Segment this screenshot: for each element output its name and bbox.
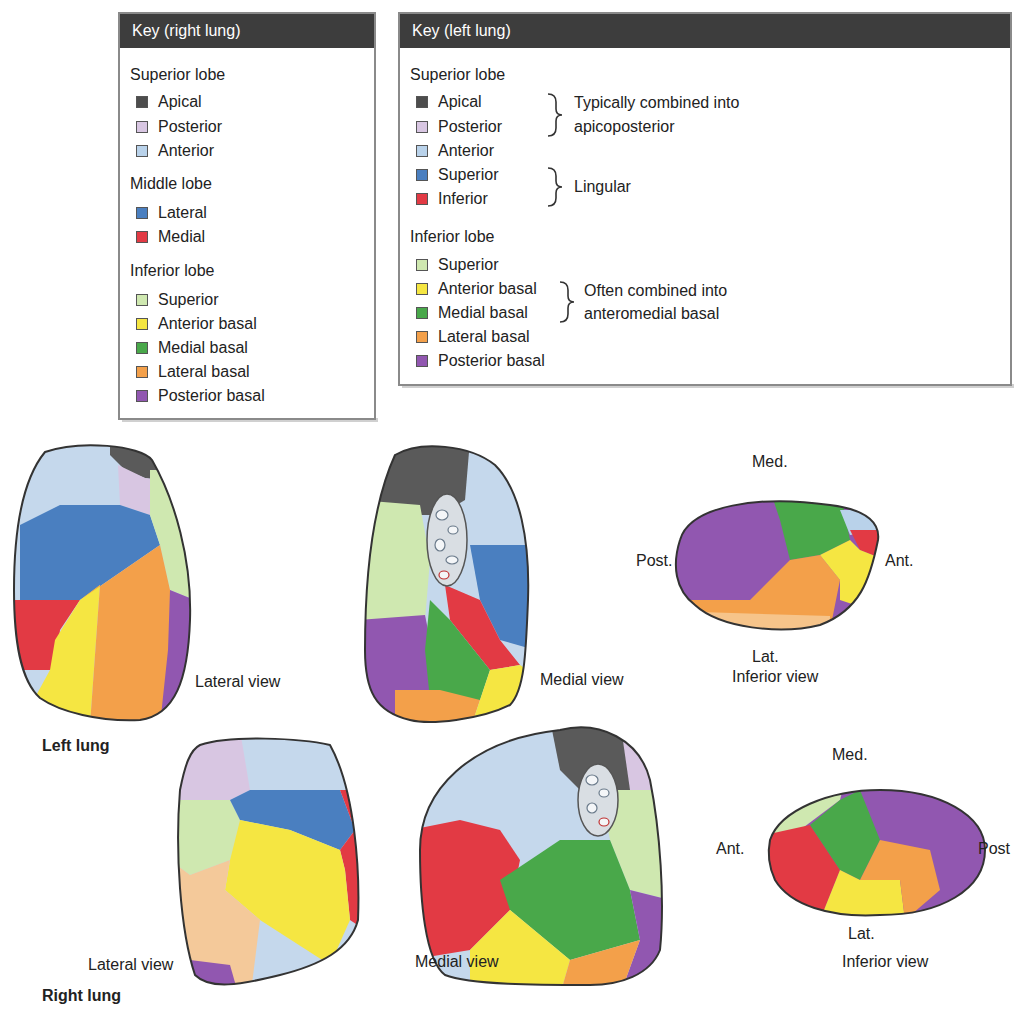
view-label: Inferior view: [842, 953, 928, 971]
view-label: Lateral view: [88, 956, 173, 974]
view-label: Medial view: [540, 671, 624, 689]
legend-swatch: [136, 294, 148, 306]
direction-label: Ant.: [716, 840, 744, 858]
key-header-bar: Key (left lung): [400, 14, 1010, 48]
legend-swatch: [416, 259, 428, 271]
legend-text: Superior: [438, 256, 498, 274]
legend-text: Lateral basal: [158, 363, 250, 381]
lobe-heading: Inferior lobe: [410, 228, 495, 246]
legend-text: Posterior: [438, 118, 502, 136]
legend-swatch: [416, 331, 428, 343]
view-label: Medial view: [415, 953, 499, 971]
legend-text: Posterior: [158, 118, 222, 136]
legend-text: Medial: [158, 228, 205, 246]
legend-swatch: [416, 193, 428, 205]
lobe-heading: Superior lobe: [410, 66, 505, 84]
legend-text: Apical: [158, 93, 202, 111]
legend-text: Posterior basal: [438, 352, 545, 370]
legend-swatch: [416, 145, 428, 157]
direction-label: Post.: [636, 552, 672, 570]
direction-label: Lat.: [752, 648, 779, 666]
direction-label: Post: [978, 840, 1010, 858]
view-label: Inferior view: [732, 668, 818, 686]
lung-title: Left lung: [42, 737, 110, 755]
legend-swatch: [136, 342, 148, 354]
legend-text: Anterior: [438, 142, 494, 160]
legend-text: Inferior: [438, 190, 488, 208]
note: Lingular: [574, 178, 631, 196]
legend-text: Anterior: [158, 142, 214, 160]
legend-text: Medial basal: [158, 339, 248, 357]
legend-swatch: [136, 366, 148, 378]
legend-swatch: [136, 121, 148, 133]
note: Typically combined into apicoposterior: [574, 91, 744, 139]
legend-swatch: [136, 207, 148, 219]
legend-text: Apical: [438, 93, 482, 111]
legend-swatch: [416, 355, 428, 367]
legend-text: Anterior basal: [158, 315, 257, 333]
legend-text: Medial basal: [438, 304, 528, 322]
lobe-heading: Inferior lobe: [130, 262, 215, 280]
legend-swatch: [136, 390, 148, 402]
legend-text: Lateral: [158, 204, 207, 222]
legend-swatch: [136, 96, 148, 108]
legend-swatch: [136, 145, 148, 157]
key-heading: Key (right lung): [120, 14, 241, 48]
legend-swatch: [416, 121, 428, 133]
lobe-heading: Middle lobe: [130, 175, 212, 193]
key-header-bar: Key (right lung): [120, 14, 374, 48]
view-label: Lateral view: [195, 673, 280, 691]
direction-label: Ant.: [885, 552, 913, 570]
legend-swatch: [136, 318, 148, 330]
legend-swatch: [416, 96, 428, 108]
legend-text: Superior: [158, 291, 218, 309]
key-heading: Key (left lung): [400, 14, 511, 48]
legend-text: Superior: [438, 166, 498, 184]
lung-title: Right lung: [42, 987, 121, 1005]
legend-swatch: [136, 231, 148, 243]
legend-swatch: [416, 169, 428, 181]
legend-text: Anterior basal: [438, 280, 537, 298]
direction-label: Med.: [832, 746, 868, 764]
direction-label: Med.: [752, 453, 788, 471]
legend-text: Lateral basal: [438, 328, 530, 346]
direction-label: Lat.: [848, 925, 875, 943]
note: Often combined into anteromedial basal: [584, 279, 784, 325]
legend-swatch: [416, 283, 428, 295]
lobe-heading: Superior lobe: [130, 66, 225, 84]
legend-swatch: [416, 307, 428, 319]
legend-text: Posterior basal: [158, 387, 265, 405]
